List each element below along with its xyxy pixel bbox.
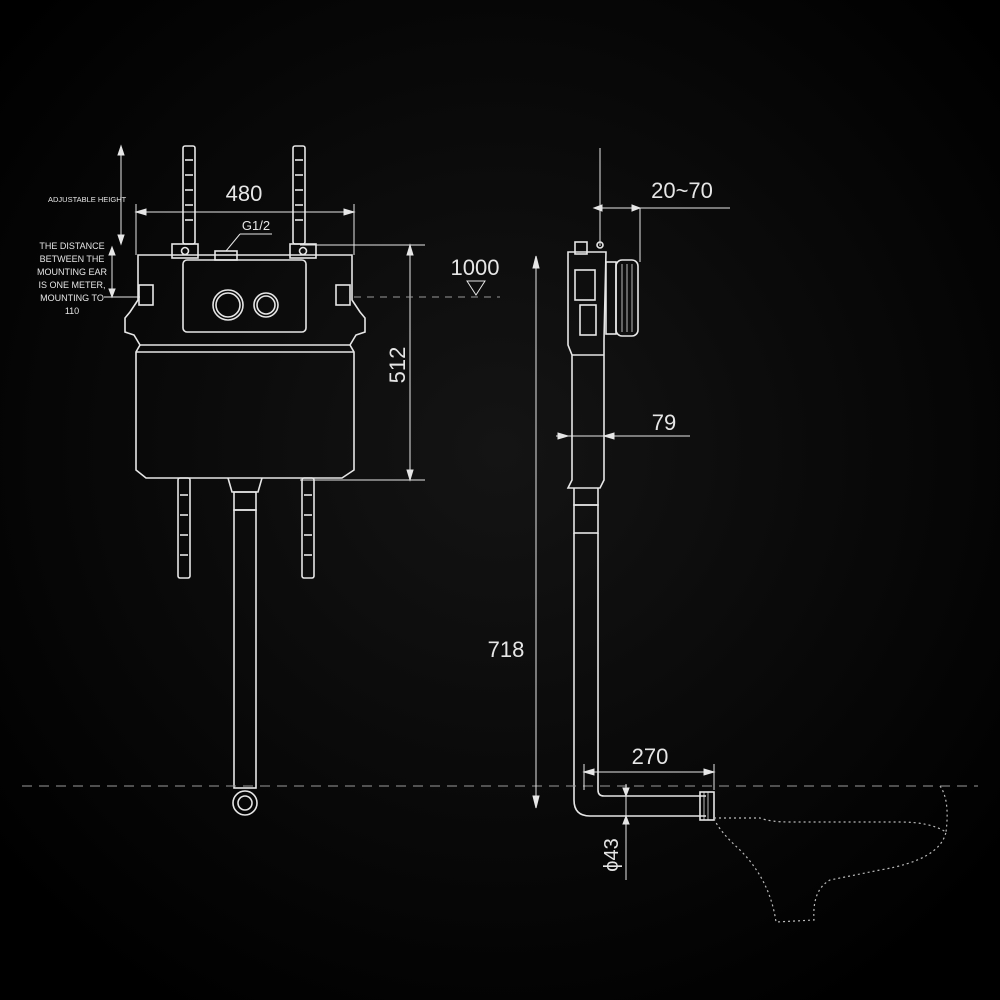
drain-pipe-front bbox=[233, 509, 257, 789]
distance-note-line-4: IS ONE METER, bbox=[38, 280, 105, 290]
side-view bbox=[566, 148, 715, 821]
front-view bbox=[124, 145, 366, 816]
dim-wall-gap: 20~70 bbox=[651, 178, 713, 203]
distance-note-line-1: THE DISTANCE bbox=[39, 241, 104, 251]
flush-button-large bbox=[212, 289, 244, 321]
distance-note: THE DISTANCE BETWEEN THE MOUNTING EAR IS… bbox=[37, 241, 108, 316]
mounting-ear-left bbox=[171, 243, 199, 259]
dim-height-512: 512 bbox=[385, 347, 410, 384]
dim-pipe-diameter: ϕ43 bbox=[601, 838, 623, 871]
flush-button-small bbox=[253, 292, 279, 318]
dim-total-718: 718 bbox=[488, 637, 525, 662]
distance-note-line-5: MOUNTING TO bbox=[40, 293, 104, 303]
distance-note-line-6: 110 bbox=[65, 306, 79, 316]
side-drain-pipe bbox=[573, 533, 706, 817]
side-cistern-body bbox=[566, 251, 607, 489]
distance-note-line-2: BETWEEN THE bbox=[40, 254, 105, 264]
flush-plate bbox=[615, 259, 639, 337]
drain-outlet bbox=[232, 790, 258, 816]
front-dimensions bbox=[104, 144, 500, 482]
dim-outlet-270: 270 bbox=[632, 744, 669, 769]
distance-note-line-3: MOUNTING EAR bbox=[37, 267, 108, 277]
side-dimensions bbox=[532, 204, 730, 880]
cistern-tank bbox=[135, 344, 355, 479]
mounting-rod-bottom-right bbox=[301, 477, 315, 579]
dim-mount-1000: 1000 bbox=[451, 255, 500, 280]
front-panel bbox=[182, 259, 307, 333]
mounting-rod-bottom-left bbox=[177, 477, 191, 579]
dim-width-480: 480 bbox=[226, 181, 263, 206]
pipe-connector bbox=[699, 791, 715, 821]
adjustable-height-label: ADJUSTABLE HEIGHT bbox=[48, 195, 127, 204]
dim-depth-79: 79 bbox=[652, 410, 676, 435]
inlet-label: G1/2 bbox=[242, 218, 270, 233]
mounting-ear-right bbox=[289, 243, 317, 259]
